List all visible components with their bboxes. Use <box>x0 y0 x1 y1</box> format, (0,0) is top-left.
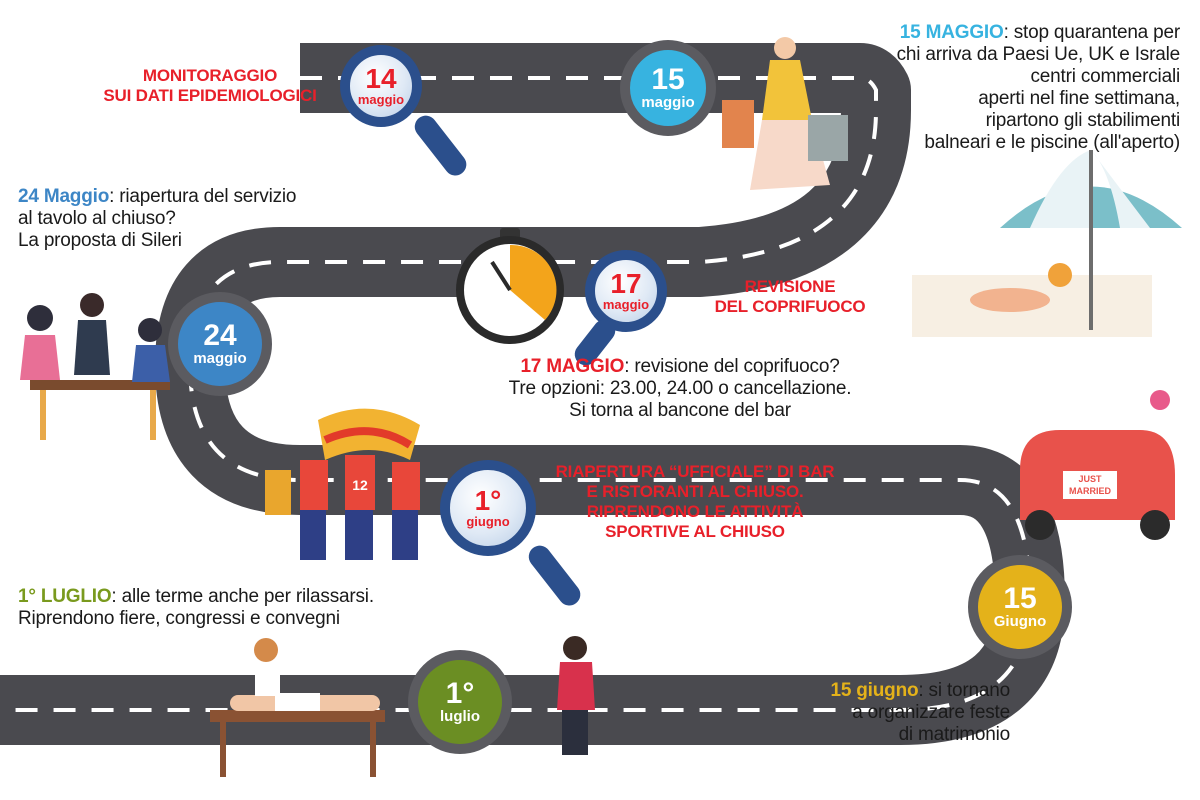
milestone-month: maggio <box>602 297 650 312</box>
date-label: 17 MAGGIO <box>520 356 625 377</box>
date-label: 24 Maggio <box>18 186 110 207</box>
sports-fans-illustration <box>265 408 420 560</box>
text-line: REVISIONE <box>744 277 836 296</box>
milestone-month: maggio <box>357 92 405 107</box>
text-line: 17 MAGGIO: revisione del coprifuoco? <box>430 356 930 378</box>
beach-umbrella-illustration <box>912 150 1182 337</box>
text-line: Riprendono fiere, congressi e convegni <box>18 608 340 629</box>
text-line: chi arriva da Paesi Ue, UK e Israle <box>896 44 1181 65</box>
milestone-month: luglio <box>440 708 480 725</box>
milestone-day: 15 <box>651 63 685 96</box>
text-line: 15 MAGGIO: stop quarantena per <box>760 22 1180 44</box>
milestone-day: 15 <box>1003 582 1037 615</box>
text-line: DEL COPRIFUOCO <box>714 297 866 316</box>
car-sign-line2: MARRIED <box>1069 486 1111 496</box>
milestone-month: maggio <box>641 94 695 111</box>
text-fragment: : revisione del coprifuoco? <box>624 356 840 377</box>
massage-illustration <box>210 638 385 777</box>
milestone-day: 1° <box>445 677 475 710</box>
monitoraggio-text: MONITORAGGIO SUI DATI EPIDEMIOLOGICI <box>70 66 350 106</box>
milestone-day: 14 <box>365 63 397 94</box>
may-24-text: 24 Maggio: riapertura del servizio al ta… <box>18 186 438 252</box>
text-fragment: : riapertura del servizio <box>109 186 297 207</box>
milestone-1-luglio: 1° luglio <box>408 650 512 754</box>
text-line: Si torna al bancone del bar <box>569 400 791 421</box>
milestone-month: maggio <box>193 350 247 367</box>
text-line: 15 giugno: si tornano <box>720 680 1010 702</box>
milestone-15-maggio: 15 maggio <box>620 40 716 136</box>
text-fragment: : alle terme anche per rilassarsi. <box>111 586 374 607</box>
text-line: di matrimonio <box>898 724 1011 745</box>
wedding-car-illustration <box>1020 390 1175 540</box>
text-line: 24 Maggio: riapertura del servizio <box>18 186 438 208</box>
text-line: MONITORAGGIO <box>142 66 278 85</box>
car-sign-line1: JUST <box>1078 474 1102 484</box>
text-fragment: : stop quarantena per <box>1003 22 1181 43</box>
text-fragment: : si tornano <box>918 680 1010 701</box>
may-17-text: 17 MAGGIO: revisione del coprifuoco? Tre… <box>430 356 930 422</box>
milestone-15-giugno: 15 Giugno <box>968 555 1072 659</box>
text-line: aperti nel fine settimana, <box>978 88 1180 109</box>
stopwatch-illustration <box>456 228 564 344</box>
milestone-day: 17 <box>610 268 642 299</box>
milestone-14-maggio: 14 maggio <box>340 45 422 127</box>
text-line: SPORTIVE AL CHIUSO <box>605 522 785 541</box>
milestone-day: 1° <box>474 485 502 516</box>
date-label: 1° LUGLIO <box>18 586 112 607</box>
businesswoman-illustration <box>557 636 595 755</box>
text-line: E RISTORANTI AL CHIUSO. <box>586 482 804 501</box>
restaurant-illustration <box>20 293 170 440</box>
text-line: a organizzare feste <box>852 702 1010 723</box>
milestone-1-giugno: 1° giugno <box>440 460 536 556</box>
jersey-number: 12 <box>352 477 368 493</box>
text-line: La proposta di Sileri <box>18 230 182 251</box>
shopping-woman-illustration <box>722 37 848 190</box>
text-line: al tavolo al chiuso? <box>18 208 176 229</box>
text-line: SUI DATI EPIDEMIOLOGICI <box>103 86 317 105</box>
milestone-24-maggio: 24 maggio <box>168 292 272 396</box>
revisione-text: REVISIONE DEL COPRIFUOCO <box>690 277 890 317</box>
may-15-text: 15 MAGGIO: stop quarantena per chi arriv… <box>760 22 1181 154</box>
date-label: 15 MAGGIO <box>899 22 1004 43</box>
milestone-month: Giugno <box>993 613 1047 630</box>
text-line: ripartono gli stabilimenti <box>985 110 1181 131</box>
text-line: centri commerciali <box>1030 66 1181 87</box>
text-line: RIAPERTURA “UFFICIALE” DI BAR <box>555 462 835 481</box>
text-line: 1° LUGLIO: alle terme anche per rilassar… <box>18 586 538 608</box>
jul-1-text: 1° LUGLIO: alle terme anche per rilassar… <box>18 586 538 630</box>
riapertura-text: RIAPERTURA “UFFICIALE” DI BAR E RISTORAN… <box>525 462 865 542</box>
jun-15-text: 15 giugno: si tornano a organizzare fest… <box>720 680 1010 746</box>
text-line: RIPRENDONO LE ATTIVITÀ <box>586 502 804 521</box>
text-line: Tre opzioni: 23.00, 24.00 o cancellazion… <box>508 378 852 399</box>
text-line: balneari e le piscine (all'aperto) <box>924 132 1180 153</box>
milestone-month: giugno <box>466 514 510 529</box>
milestone-day: 24 <box>203 319 237 352</box>
milestone-17-maggio: 17 maggio <box>585 250 667 332</box>
date-label: 15 giugno <box>830 680 919 701</box>
